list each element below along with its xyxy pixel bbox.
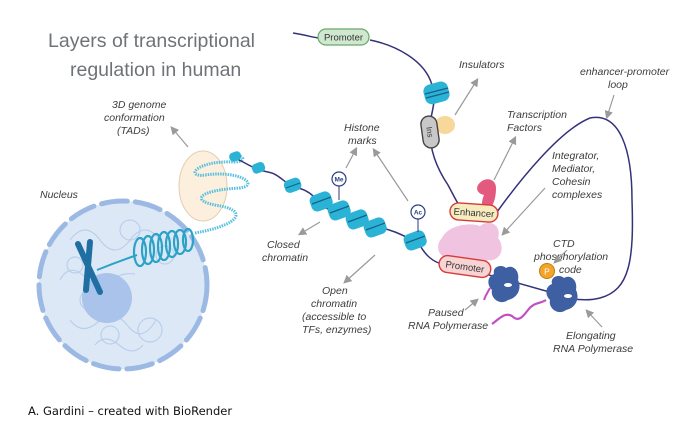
label-paused-1: Paused	[428, 307, 465, 319]
title-line-1: Layers of transcriptional	[48, 30, 255, 52]
nucleosome	[403, 230, 427, 251]
svg-text:Ins: Ins	[424, 126, 434, 138]
nuclear-envelope	[36, 198, 210, 372]
label-closed-1: Closed	[267, 239, 301, 251]
label-tf-2: Factors	[507, 122, 543, 134]
credit-text: A. Gardini – created with BioRender	[28, 404, 232, 418]
acetyl-tag: Ac	[414, 210, 423, 217]
promoter-bottom-tag: Promoter	[438, 254, 492, 279]
nucleosome	[229, 151, 242, 162]
chromatin-coil	[132, 227, 195, 268]
elongating-polymerase	[546, 276, 578, 313]
rna-transcript	[491, 299, 547, 325]
label-ctd-2: phosphorylation	[533, 251, 608, 263]
label-loop-1: enhancer-promoter	[580, 66, 670, 78]
nucleosome	[283, 177, 302, 193]
rna-short	[483, 287, 491, 301]
label-open-2: chromatin	[311, 298, 357, 310]
enhancer-promoter-loop	[496, 116, 634, 301]
svg-text:Promoter: Promoter	[445, 259, 485, 275]
phosphate-icon	[539, 263, 555, 279]
arrow-ctd	[553, 249, 568, 264]
label-ctd-1: CTD	[553, 238, 575, 250]
transcription-factor	[477, 179, 496, 210]
arrow-loop	[604, 94, 615, 120]
label-complexes-1: Integrator,	[552, 150, 599, 162]
label-insulators: Insulators	[459, 59, 505, 71]
label-paused-2: RNA Polymerase	[408, 320, 488, 332]
label-histone-2: marks	[348, 135, 377, 147]
label-nucleus: Nucleus	[40, 189, 79, 201]
label-ctd-3: code	[559, 264, 582, 276]
mediator-complex	[438, 222, 502, 266]
arrow-elongating	[585, 309, 603, 328]
dna-top-left	[292, 32, 319, 39]
label-open-1: Open	[322, 285, 348, 297]
svg-text:Promoter: Promoter	[324, 33, 363, 44]
nucleosome	[327, 200, 351, 221]
arrow-histone-me	[345, 146, 358, 169]
methyl-mark-icon	[331, 171, 347, 187]
label-complexes-3: Cohesin	[552, 176, 591, 188]
enhancer-tag: Enhancer	[449, 202, 499, 223]
promoter-top-tag: Promoter	[317, 28, 370, 46]
nucleosomes	[229, 151, 427, 251]
insulator-protein	[435, 116, 455, 134]
nucleus	[36, 198, 210, 372]
label-3d-genome-1: 3D genome	[112, 99, 166, 111]
label-complexes-4: complexes	[552, 189, 603, 201]
arrow-paused	[464, 298, 479, 311]
label-elongating-1: Elongating	[566, 330, 616, 342]
title-line-2: regulation in human	[70, 59, 241, 81]
arrow-tad	[170, 126, 189, 148]
arrow-closed	[297, 221, 321, 236]
nucleosome	[345, 209, 369, 230]
nucleosome	[363, 217, 387, 238]
arrow-open	[343, 254, 376, 284]
label-histone-1: Histone	[344, 122, 380, 134]
svg-text:Enhancer: Enhancer	[453, 207, 494, 221]
insulator-tag: Ins	[420, 115, 440, 149]
tad-domain	[178, 150, 250, 235]
label-tf-1: Transcription	[507, 109, 567, 121]
label-loop-2: loop	[608, 79, 628, 91]
paused-polymerase	[488, 266, 520, 303]
arrow-tf	[493, 135, 517, 181]
chromosome-icon	[75, 239, 103, 295]
arrow-histone-ac	[372, 148, 409, 202]
nucleosome	[309, 191, 333, 212]
label-3d-genome-3: (TADs)	[117, 125, 149, 137]
label-3d-genome-2: conformation	[104, 112, 165, 124]
label-closed-2: chromatin	[262, 252, 308, 264]
phospho-tag: P	[544, 267, 550, 277]
label-open-3: (accessible to	[302, 311, 366, 323]
label-elongating-2: RNA Polymerase	[553, 343, 633, 355]
methyl-tag: Me	[334, 177, 343, 184]
arrow-insulators	[454, 77, 479, 116]
arrow-complexes	[501, 187, 546, 236]
nucleosome	[251, 162, 266, 174]
label-complexes-2: Mediator,	[552, 163, 595, 175]
acetyl-mark-icon	[410, 204, 426, 220]
insulator-nucleosome	[423, 81, 450, 105]
label-open-4: TFs, enzymes)	[302, 324, 371, 336]
